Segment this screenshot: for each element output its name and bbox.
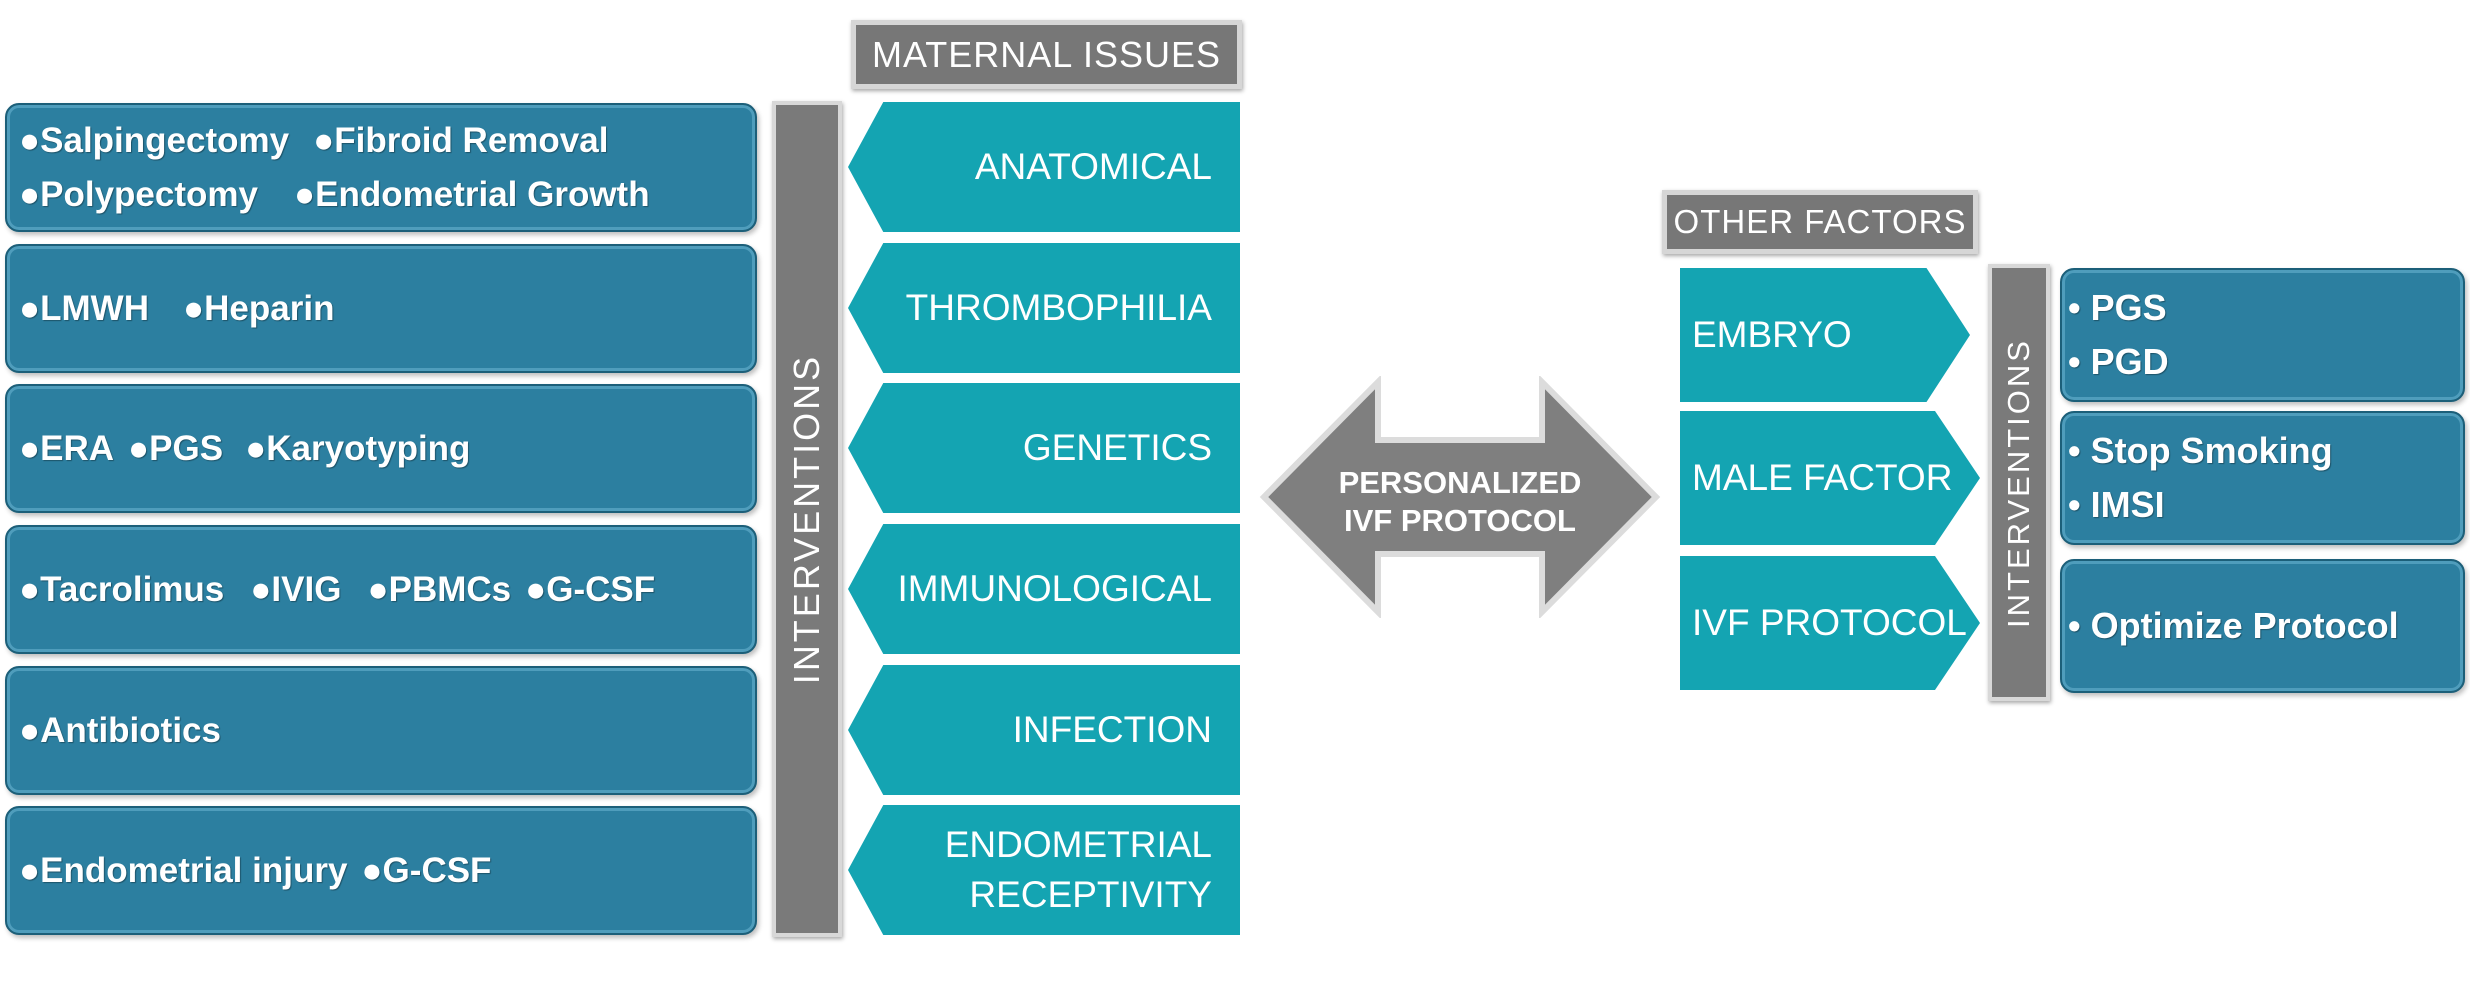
issue-label: IMMUNOLOGICAL bbox=[897, 568, 1212, 609]
intervention-item: ●PBMCs bbox=[367, 569, 512, 609]
issue-infection: INFECTION bbox=[848, 665, 1240, 795]
issue-thrombophilia: THROMBOPHILIA bbox=[848, 243, 1240, 373]
intervention-line: ●ERA ●PGS ●Karyotyping bbox=[19, 422, 755, 476]
intervention-item: ●PGS bbox=[128, 428, 224, 468]
intervention-item: ●Fibroid Removal bbox=[313, 120, 609, 160]
intervention-item: ●Antibiotics bbox=[19, 710, 221, 750]
intervention-item: • PGS bbox=[2068, 287, 2167, 328]
intervention-item: ●Karyotyping bbox=[245, 428, 471, 468]
double-arrow: PERSONALIZED IVF PROTOCOL bbox=[1259, 376, 1661, 618]
intervention-item: ●G-CSF bbox=[525, 569, 656, 609]
factor-male-factor: MALE FACTOR bbox=[1680, 411, 1980, 545]
intervention-item: • IMSI bbox=[2068, 484, 2165, 525]
issue-label-line-1: ENDOMETRIAL bbox=[944, 824, 1212, 865]
intervention-item: ●Endometrial injury bbox=[19, 850, 348, 890]
intervention-line: ●Antibiotics bbox=[19, 704, 755, 758]
intervention-box-genetics: ●ERA ●PGS ●Karyotyping bbox=[5, 384, 757, 513]
intervention-line: ●LMWH ●Heparin bbox=[19, 282, 755, 336]
issue-label: GENETICS bbox=[1022, 427, 1212, 468]
intervention-item: ●ERA bbox=[19, 428, 115, 468]
intervention-line: • Optimize Protocol bbox=[2068, 599, 2463, 653]
double-arrow-shape bbox=[1259, 376, 1661, 618]
intervention-item: ●Endometrial Growth bbox=[293, 174, 650, 214]
intervention-line: • IMSI bbox=[2068, 478, 2463, 532]
intervention-box-thrombophilia: ●LMWH ●Heparin bbox=[5, 244, 757, 373]
intervention-line: ●Tacrolimus ●IVIG ●PBMCs ●G-CSF bbox=[19, 563, 755, 617]
interventions-label: INTERVENTIONS bbox=[786, 353, 827, 685]
intervention-line: ●Polypectomy ●Endometrial Growth bbox=[19, 168, 755, 222]
intervention-item: • Optimize Protocol bbox=[2068, 605, 2399, 646]
intervention-item: ●IVIG bbox=[250, 569, 342, 609]
other-factors-header: OTHER FACTORS bbox=[1662, 190, 1978, 254]
intervention-box-male-factor: • Stop Smoking • IMSI bbox=[2060, 411, 2465, 545]
issue-genetics: GENETICS bbox=[848, 383, 1240, 513]
intervention-item: ●Heparin bbox=[183, 288, 335, 328]
intervention-line: ●Salpingectomy ●Fibroid Removal bbox=[19, 114, 755, 168]
center-label-line-1: PERSONALIZED bbox=[1339, 465, 1582, 500]
intervention-line: • PGS bbox=[2068, 281, 2463, 335]
intervention-line: • Stop Smoking bbox=[2068, 424, 2463, 478]
intervention-box-immunological: ●Tacrolimus ●IVIG ●PBMCs ●G-CSF bbox=[5, 525, 757, 654]
issue-label: THROMBOPHILIA bbox=[905, 287, 1212, 328]
intervention-line: ●Endometrial injury ●G-CSF bbox=[19, 844, 755, 898]
intervention-item: ●LMWH bbox=[19, 288, 149, 328]
intervention-box-anatomical: ●Salpingectomy ●Fibroid Removal ●Polypec… bbox=[5, 103, 757, 232]
issue-label-line-2: RECEPTIVITY bbox=[969, 874, 1212, 915]
intervention-item: • PGD bbox=[2068, 341, 2169, 382]
intervention-item: ●Salpingectomy bbox=[19, 120, 290, 160]
intervention-item: ●Polypectomy bbox=[19, 174, 258, 214]
factor-label: MALE FACTOR bbox=[1692, 457, 1953, 498]
factor-ivf-protocol: IVF PROTOCOL bbox=[1680, 556, 1980, 690]
issue-label: INFECTION bbox=[1012, 709, 1212, 750]
other-factors-title: OTHER FACTORS bbox=[1673, 203, 1967, 240]
issue-endometrial-receptivity: ENDOMETRIAL RECEPTIVITY bbox=[848, 805, 1240, 935]
intervention-item: • Stop Smoking bbox=[2068, 430, 2333, 471]
factor-label: IVF PROTOCOL bbox=[1692, 602, 1967, 643]
issue-anatomical: ANATOMICAL bbox=[848, 102, 1240, 232]
intervention-box-ivf-protocol: • Optimize Protocol bbox=[2060, 559, 2465, 693]
maternal-issues-title: MATERNAL ISSUES bbox=[871, 33, 1222, 75]
interventions-bar-right: INTERVENTIONS bbox=[1988, 264, 2050, 701]
interventions-bar-left: INTERVENTIONS bbox=[772, 101, 842, 937]
intervention-item: ●Tacrolimus bbox=[19, 569, 225, 609]
issue-immunological: IMMUNOLOGICAL bbox=[848, 524, 1240, 654]
maternal-issues-header: MATERNAL ISSUES bbox=[851, 20, 1242, 89]
interventions-label: INTERVENTIONS bbox=[2001, 337, 2036, 628]
factor-embryo: EMBRYO bbox=[1680, 268, 1970, 402]
intervention-box-infection: ●Antibiotics bbox=[5, 666, 757, 795]
center-label-line-2: IVF PROTOCOL bbox=[1344, 503, 1576, 538]
intervention-item: ●G-CSF bbox=[361, 850, 492, 890]
factor-label: EMBRYO bbox=[1692, 314, 1852, 355]
intervention-line: • PGD bbox=[2068, 335, 2463, 389]
intervention-box-endometrial-receptivity: ●Endometrial injury ●G-CSF bbox=[5, 806, 757, 935]
intervention-box-embryo: • PGS • PGD bbox=[2060, 268, 2465, 402]
issue-label: ANATOMICAL bbox=[974, 146, 1212, 187]
